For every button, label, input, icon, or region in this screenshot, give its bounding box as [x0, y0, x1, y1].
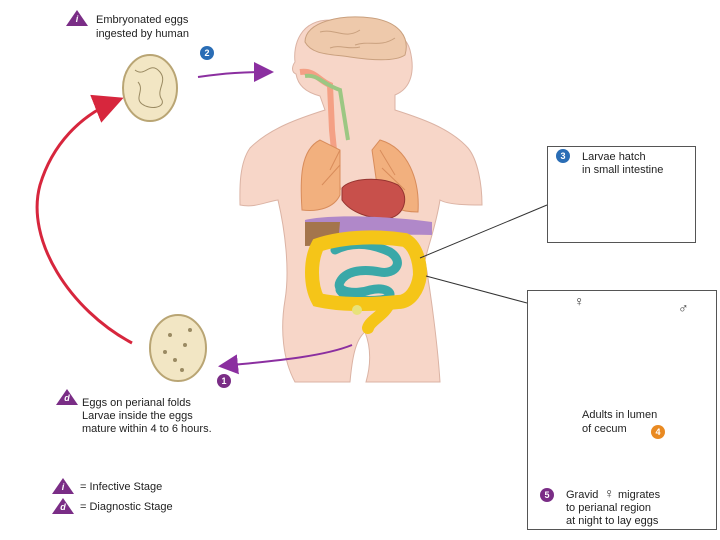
cycle-arrow [35, 94, 133, 345]
badge-1: 1 [217, 374, 231, 388]
female-inline-symbol: ♀ [604, 485, 615, 501]
larvae-label-1: Larvae hatch [582, 151, 646, 163]
adults-box [527, 290, 717, 530]
ingestion-label-1: Embryonated eggs [96, 14, 189, 26]
ingestion-label-2: ingested by human [96, 28, 189, 40]
legend-diagnostic-label: = Diagnostic Stage [80, 501, 173, 513]
badge-4: 4 [651, 425, 665, 439]
infective-stage-marker: i [66, 10, 88, 26]
legend-diagnostic-marker: d [52, 498, 74, 514]
gravid-label-1b: migrates [618, 489, 661, 501]
legend-infective-label: = Infective Stage [80, 481, 163, 493]
larvae-hatch-box [547, 146, 696, 243]
larvae-label-2: in small intestine [582, 164, 664, 176]
egg-laying-arrow [218, 344, 353, 375]
embryonated-egg [122, 54, 178, 122]
adults-label-2: of cecum [582, 423, 627, 435]
eggs-label-1: Eggs on perianal folds [82, 397, 191, 409]
male-symbol: ♂ [678, 300, 689, 316]
legend-infective-marker: i [52, 478, 74, 494]
ingestion-arrow [197, 62, 274, 83]
female-symbol: ♀ [574, 293, 585, 309]
human-body [239, 16, 483, 383]
badge-3: 3 [556, 149, 570, 163]
gravid-label-1a: Gravid [566, 489, 599, 501]
eggs-label-3: mature within 4 to 6 hours. [82, 423, 212, 435]
diagnostic-stage-marker: d [56, 389, 78, 405]
gravid-label-3: at night to lay eggs [566, 515, 659, 527]
eggs-label-2: Larvae inside the eggs [82, 410, 193, 422]
perianal-egg [149, 314, 207, 382]
badge-5: 5 [540, 488, 554, 502]
adults-label-1: Adults in lumen [582, 409, 658, 421]
badge-2: 2 [200, 46, 214, 60]
gravid-label-2: to perianal region [566, 502, 652, 514]
